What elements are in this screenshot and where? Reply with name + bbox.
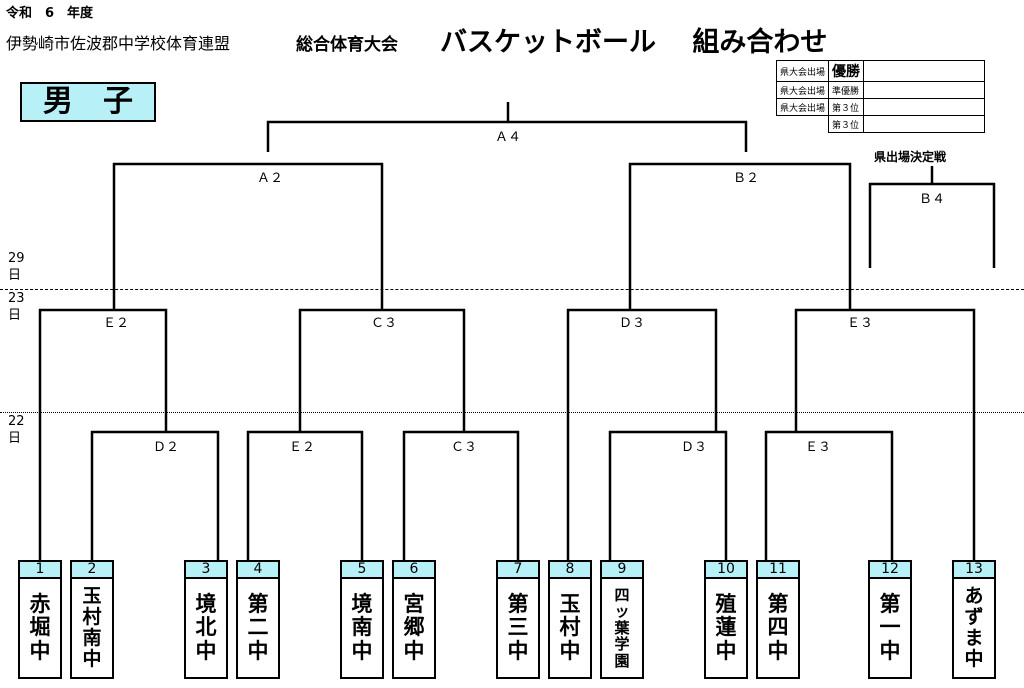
team-number: 1 <box>18 560 62 579</box>
results-table: 県大会出場 優勝 県大会出場 準優勝 県大会出場 第３位 第３位 <box>775 60 986 133</box>
match-tag: Ｂ２ <box>732 171 759 186</box>
team-name: 第四中 <box>756 579 800 679</box>
team-number: 2 <box>70 560 114 579</box>
team-number: 8 <box>548 560 592 579</box>
team-name: 宮郷中 <box>392 579 436 679</box>
result-row: 県大会出場 第３位 <box>775 98 986 116</box>
team-name: 殖蓮中 <box>704 579 748 679</box>
event-name: 総合体育大会 <box>296 35 398 55</box>
match-tag: Ａ４ <box>494 130 521 145</box>
team-number: 10 <box>704 560 748 579</box>
team-number: 5 <box>340 560 384 579</box>
qualifier-label: 県大会出場 <box>775 98 830 116</box>
team-name: 第二中 <box>236 579 280 679</box>
match-tag: Ｅ２ <box>288 440 315 455</box>
match-tag: Ａ２ <box>256 171 283 186</box>
team-number: 6 <box>392 560 436 579</box>
team-name: 赤堀中 <box>18 579 62 679</box>
match-tag: Ｅ３ <box>846 316 873 331</box>
page-title: バスケットボール 組み合わせ <box>440 27 828 58</box>
team-name: 第三中 <box>496 579 540 679</box>
result-row: 県大会出場 準優勝 <box>775 81 986 99</box>
team-number: 12 <box>868 560 912 579</box>
league-name: 伊勢崎市佐波郡中学校体育連盟 <box>6 34 231 53</box>
day-divider <box>0 412 1024 413</box>
division-label: 男 子 <box>20 82 156 122</box>
match-tag: Ｂ４ <box>918 192 945 207</box>
team-number: 3 <box>184 560 228 579</box>
team-number: 4 <box>236 560 280 579</box>
match-tag: Ｄ２ <box>152 440 179 455</box>
team-number: 9 <box>600 560 644 579</box>
team-number: 7 <box>496 560 540 579</box>
match-tag: Ｄ３ <box>618 316 645 331</box>
era-year: 令和 6 年度 <box>6 6 94 21</box>
team-name: 境北中 <box>184 579 228 679</box>
place-label: 優勝 <box>828 60 865 82</box>
match-tag: Ｃ３ <box>450 440 477 455</box>
team-name: 玉村南中 <box>70 579 114 679</box>
team-number: 11 <box>756 560 800 579</box>
result-cell <box>863 115 986 133</box>
team-name: あずま中 <box>952 579 996 679</box>
result-row: 第３位 <box>777 115 986 133</box>
final-match-title: 県出場決定戦 <box>874 150 947 164</box>
match-tag: Ｅ２ <box>102 316 129 331</box>
match-tag: Ｄ３ <box>680 440 707 455</box>
team-name: 境南中 <box>340 579 384 679</box>
team-name: 第一中 <box>868 579 912 679</box>
day-divider <box>0 289 1024 290</box>
match-tag: Ｅ３ <box>804 440 831 455</box>
team-name: 四ッ葉学園 <box>600 579 644 679</box>
result-row: 県大会出場 優勝 <box>775 60 986 82</box>
team-name: 玉村中 <box>548 579 592 679</box>
match-tag: Ｃ３ <box>370 316 397 331</box>
team-number: 13 <box>952 560 996 579</box>
